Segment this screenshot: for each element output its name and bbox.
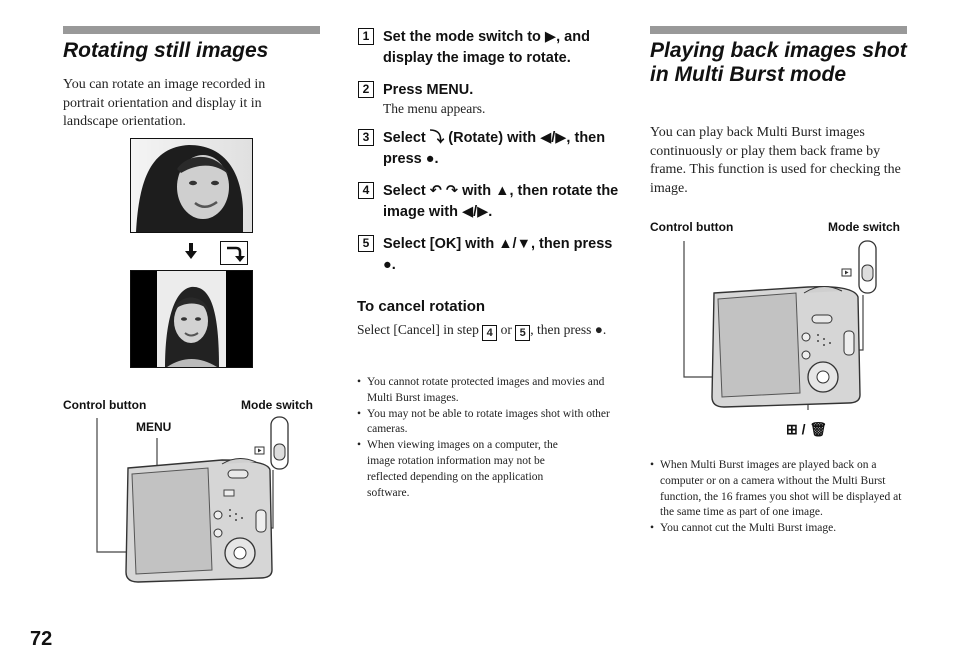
- step-instruction: Select ⤵ (Rotate) with ◀/▶, then press ●…: [383, 130, 606, 167]
- right-mode-switch-label: Mode switch: [828, 220, 901, 234]
- left-mode-switch-label: Mode switch: [241, 398, 314, 412]
- camera-diagram-right: [676, 235, 891, 421]
- note-item: You cannot cut the Multi Burst image.: [650, 521, 906, 537]
- step-number: 2: [358, 81, 374, 98]
- step-3: 3 Select ⤵ (Rotate) with ◀/▶, then press…: [358, 128, 620, 172]
- step-4: 4 Select ↶ ↷ with ▲, then rotate the ima…: [358, 181, 620, 225]
- page-number: 72: [30, 628, 53, 650]
- portrait-photo: [130, 138, 253, 233]
- rotate-icon: [220, 241, 248, 265]
- left-title-bar: [63, 26, 320, 34]
- right-control-button-label: Control button: [650, 220, 734, 234]
- note-item: When viewing images on a computer, the i…: [357, 438, 619, 501]
- multiburst-notes: When Multi Burst images are played back …: [650, 458, 906, 537]
- cancel-rotation-heading: To cancel rotation: [357, 298, 486, 315]
- cancel-text-end: , then press ●.: [530, 322, 607, 337]
- cancel-text-start: Select [Cancel] in step: [357, 322, 479, 337]
- cancel-rotation-text: Select [Cancel] in step 4 or 5, then pre…: [357, 321, 619, 341]
- step-number: 4: [358, 182, 374, 199]
- note-item: You cannot rotate protected images and m…: [357, 375, 619, 407]
- step-instruction: Set the mode switch to ▶, and display th…: [383, 29, 590, 66]
- step-number: 3: [358, 129, 374, 146]
- note-item: When Multi Burst images are played back …: [650, 458, 906, 521]
- step-number: 1: [358, 28, 374, 45]
- rotation-notes: You cannot rotate protected images and m…: [357, 375, 619, 501]
- step-number: 5: [358, 235, 374, 252]
- step-instruction: Select ↶ ↷ with ▲, then rotate the image…: [383, 183, 619, 220]
- step-ref-5: 5: [515, 325, 531, 341]
- left-section-title: Rotating still images: [63, 39, 269, 62]
- step-2: 2 Press MENU. The menu appears.: [358, 80, 620, 122]
- right-title-bar: [650, 26, 907, 34]
- step-instruction: Select [OK] with ▲/▼, then press ●.: [383, 236, 613, 273]
- down-arrow-icon: [184, 242, 198, 262]
- cancel-text-or: or: [500, 322, 512, 337]
- step-ref-4: 4: [482, 325, 498, 341]
- step-note: The menu appears.: [383, 101, 486, 116]
- left-control-button-label: Control button: [63, 398, 147, 412]
- right-intro-text: You can play back Multi Burst images con…: [650, 125, 901, 196]
- landscape-photo: [130, 270, 253, 368]
- step-1: 1 Set the mode switch to ▶, and display …: [358, 27, 620, 71]
- menu-button-label: MENU: [136, 420, 172, 434]
- step-instruction: Press MENU.: [383, 82, 474, 98]
- camera-diagram-left: [90, 410, 300, 590]
- multiburst-delete-icon: ⊞ / 🗑: [786, 421, 828, 437]
- note-item: You may not be able to rotate images sho…: [357, 407, 619, 439]
- step-5: 5 Select [OK] with ▲/▼, then press ●.: [358, 234, 620, 278]
- right-section-title: Playing back images shot in Multi Burst …: [650, 39, 907, 86]
- left-intro-text: You can rotate an image recorded in port…: [63, 77, 266, 129]
